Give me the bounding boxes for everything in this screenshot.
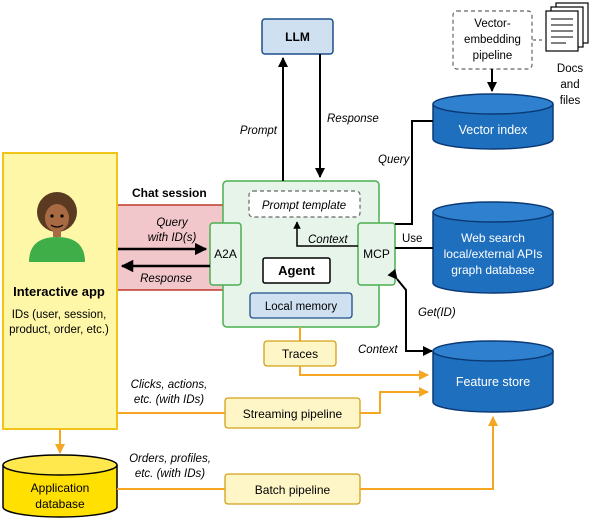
query-vector-connector — [395, 120, 433, 225]
docs-line2: and — [560, 79, 579, 91]
traces-to-feature-store-arrow — [299, 366, 429, 380]
docs-line3: files — [560, 95, 581, 107]
web-search-line1: Web search — [461, 231, 525, 245]
mcp-label: MCP — [363, 247, 390, 261]
orders-line2: etc. (with IDs) — [135, 468, 205, 480]
agent-title-box — [262, 257, 331, 284]
prompt-template-box — [248, 190, 361, 218]
web-search-cylinder — [432, 201, 554, 294]
clicks-line2: etc. (with IDs) — [134, 394, 204, 406]
response-app-label: Response — [140, 273, 192, 285]
streaming-to-feature-store-arrow — [360, 387, 429, 414]
feature-store-cylinder — [432, 340, 554, 413]
app-db-line1: Application — [31, 481, 90, 495]
user-avatar-icon — [29, 192, 85, 262]
get-id-arrow — [387, 268, 433, 356]
vector-index-cylinder — [432, 93, 554, 150]
orders-line1: Orders, profiles, — [129, 453, 211, 465]
interactive-app-ids-line2: product, order, etc.) — [9, 324, 109, 336]
feature-store-label: Feature store — [456, 375, 530, 389]
get-id-label: Get(ID) — [418, 307, 456, 319]
context-fs-label: Context — [358, 344, 398, 356]
local-memory-box — [249, 292, 353, 319]
query-label: Query — [378, 154, 411, 166]
vector-pipeline-line3: pipeline — [473, 50, 513, 62]
mcp-box — [357, 222, 396, 286]
vector-pipeline-line1: Vector- — [474, 18, 511, 30]
local-memory-label: Local memory — [265, 301, 337, 313]
vector-pipeline-line2: embedding — [464, 34, 521, 46]
clicks-line1: Clicks, actions, — [131, 379, 208, 391]
llm-box — [261, 18, 334, 55]
application-database-cylinder — [2, 454, 118, 518]
batch-pipeline-label: Batch pipeline — [255, 483, 331, 497]
traces-label: Traces — [282, 347, 318, 361]
a2a-box — [209, 222, 242, 286]
agent-title: Agent — [278, 263, 316, 278]
llm-label: LLM — [285, 30, 310, 44]
docs-line1: Docs — [557, 63, 583, 75]
chat-session-label: Chat session — [132, 186, 207, 200]
prompt-template-label: Prompt template — [262, 200, 346, 212]
context-arrow-agent — [293, 221, 358, 247]
query-with-ids-line2: with ID(s) — [148, 232, 197, 244]
web-search-line2: local/external APIs — [444, 247, 543, 261]
vector-index-label: Vector index — [459, 123, 529, 137]
batch-to-feature-store-arrow — [360, 416, 498, 490]
prompt-label: Prompt — [240, 125, 278, 137]
web-search-line3: graph database — [451, 263, 535, 277]
docs-icon — [545, 2, 589, 52]
query-with-ids-line1: Query — [156, 217, 189, 229]
streaming-pipeline-label: Streaming pipeline — [243, 407, 343, 421]
response-llm-label: Response — [327, 113, 379, 125]
use-label: Use — [402, 233, 422, 245]
interactive-app-title: Interactive app — [13, 284, 105, 299]
context-agent-label: Context — [308, 234, 348, 246]
a2a-label: A2A — [214, 247, 237, 261]
interactive-app-ids-line1: IDs (user, session, — [12, 309, 107, 321]
app-db-line2: database — [35, 497, 85, 511]
